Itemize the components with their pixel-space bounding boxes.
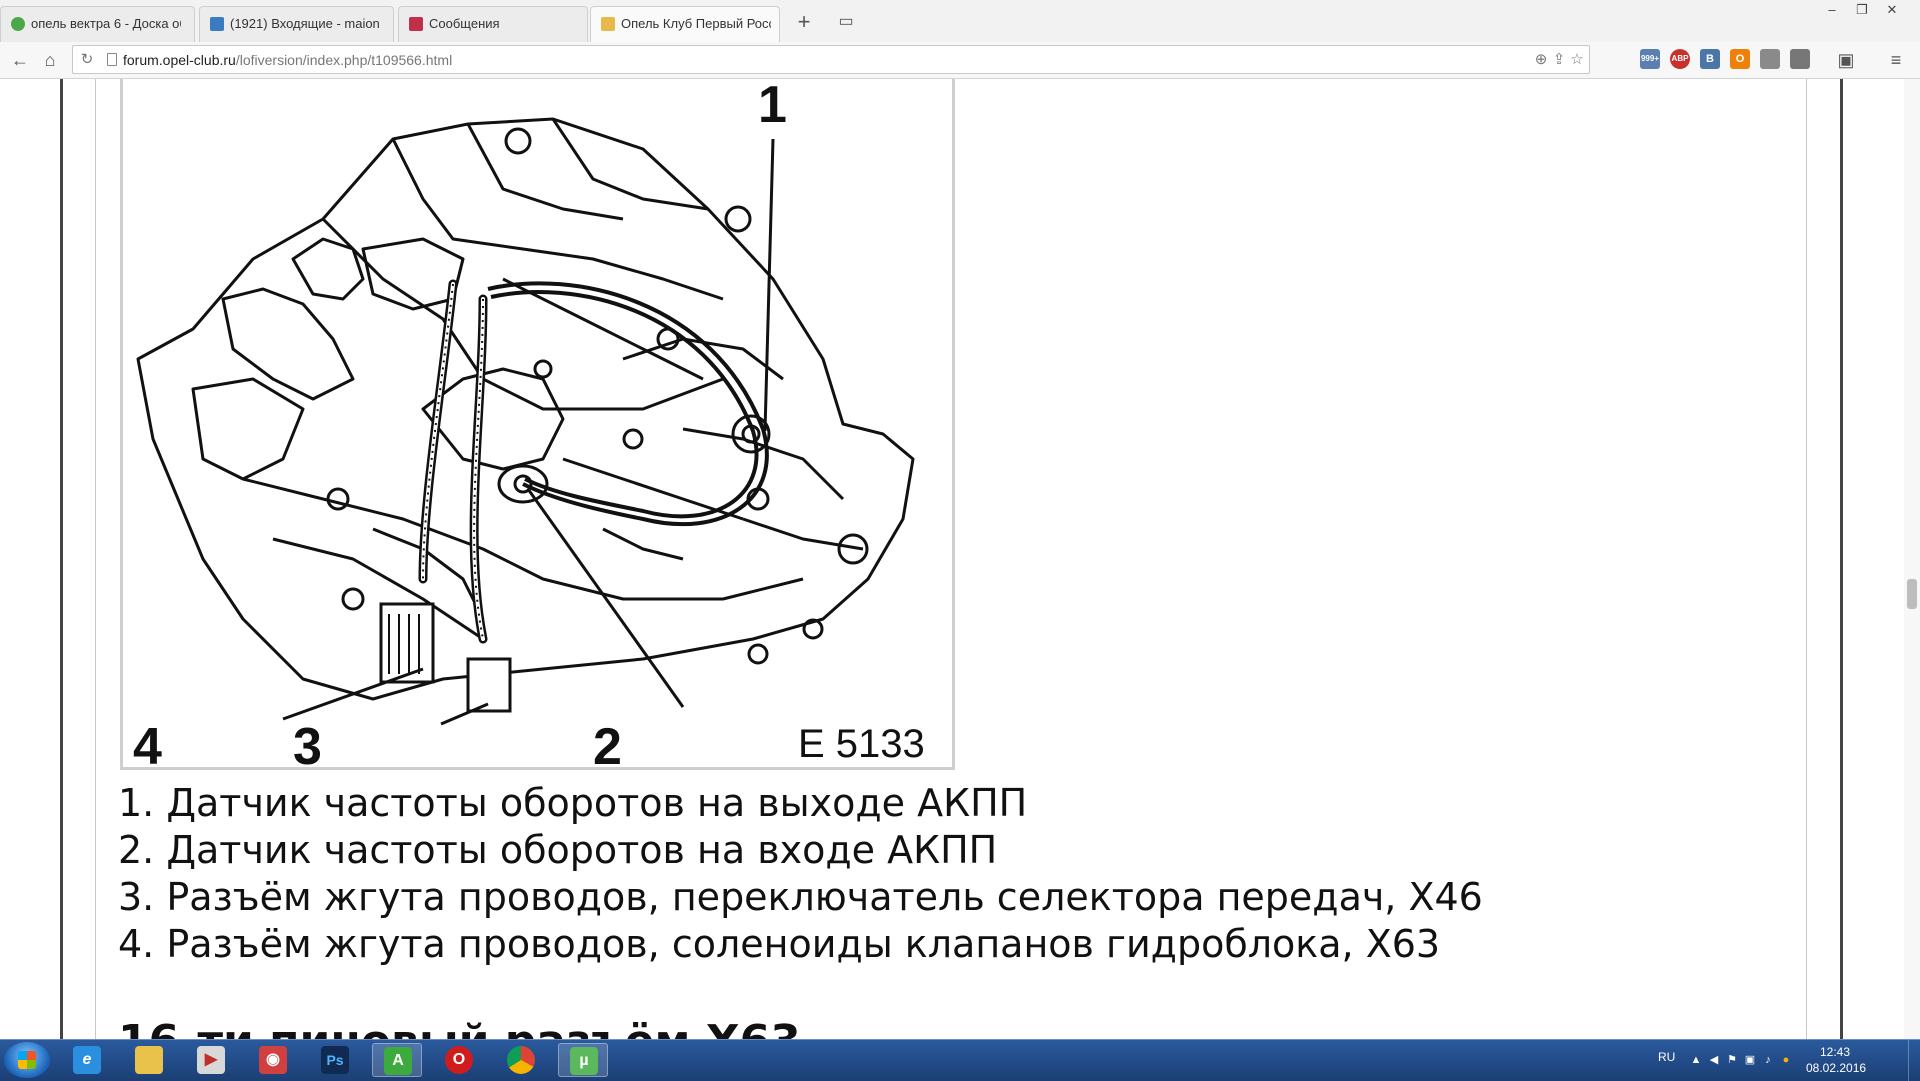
callout-3: 3 <box>293 718 322 776</box>
minimize-icon: – <box>1828 2 1836 17</box>
vertical-scrollbar[interactable] <box>1904 79 1920 1039</box>
url-path: /lofiversion/index.php/t109566.html <box>235 52 453 68</box>
chat-icon: ▣ <box>1837 50 1855 70</box>
tab-title: опель вектра 6 - Доска объ <box>31 16 181 31</box>
vk-extension-icon[interactable]: В <box>1700 49 1720 69</box>
tab-opel-club[interactable]: Опель Клуб Первый Россий <box>590 6 780 42</box>
tray-network-icon[interactable]: ▣ <box>1744 1054 1756 1066</box>
tab-strip: опель вектра 6 - Доска объ (1921) Входящ… <box>0 0 1920 42</box>
restore-icon: ❐ <box>1856 2 1868 17</box>
screen-capture-icon: ◉ <box>259 1046 287 1074</box>
menu-button[interactable]: ≡ <box>1884 48 1908 72</box>
page-border <box>1806 79 1807 1039</box>
legend-item: 4. Разъём жгута проводов, соленоиды клап… <box>118 922 1441 966</box>
tab-messages[interactable]: Сообщения <box>398 6 588 42</box>
taskbar: e ▶ ◉ Ps A O µ RU ▲ ◀ ⚑ ▣ ♪ ● 12:43 08.0… <box>0 1039 1920 1081</box>
page-border <box>1840 79 1843 1039</box>
page-border <box>95 79 96 1039</box>
home-button[interactable]: ⌂ <box>38 48 62 72</box>
taskbar-ie[interactable]: e <box>62 1043 112 1077</box>
media-player-icon: ▶ <box>197 1046 225 1074</box>
transmission-drawing <box>136 117 915 726</box>
legend-list: 1. Датчик частоты оборотов на выходе АКП… <box>118 780 1518 968</box>
tray-expand-icon[interactable]: ▲ <box>1690 1054 1702 1066</box>
start-button[interactable] <box>4 1042 50 1078</box>
adblock-extension-icon[interactable]: ABP <box>1670 49 1690 69</box>
back-button[interactable]: ← <box>8 48 32 72</box>
back-arrow-icon: ← <box>11 50 29 70</box>
tab-inbox[interactable]: (1921) Входящие - maionez2 <box>199 6 394 42</box>
language-indicator[interactable]: RU <box>1658 1050 1676 1064</box>
opera-icon: O <box>445 1046 473 1074</box>
avito-favicon-icon <box>11 17 25 31</box>
file-explorer-icon <box>135 1046 163 1074</box>
share-icon[interactable]: ⇪ <box>1552 51 1566 68</box>
hamburger-menu-icon: ≡ <box>1890 50 1902 70</box>
internet-explorer-icon: e <box>73 1046 101 1074</box>
odnoklassniki-extension-icon[interactable]: O <box>1730 49 1750 69</box>
utorrent-icon: µ <box>570 1047 598 1075</box>
tab-title: Опель Клуб Первый Россий <box>621 16 771 31</box>
messages-favicon-icon <box>409 17 423 31</box>
mail-extension-icon[interactable] <box>1760 49 1780 69</box>
browser-toolbar: ← ⌂ ↻ forum.opel-club.ru/lofiversion/ind… <box>0 42 1920 79</box>
clock-time[interactable]: 12:43 <box>1820 1045 1851 1059</box>
restore-button[interactable]: ❐ <box>1848 0 1876 22</box>
clock-date[interactable]: 08.02.2016 <box>1806 1061 1867 1075</box>
tray-speaker-icon[interactable]: ♪ <box>1765 1054 1771 1066</box>
tab-title: Сообщения <box>429 16 500 31</box>
taskbar-media-player[interactable]: ▶ <box>186 1043 236 1077</box>
taskbar-chrome[interactable] <box>496 1043 546 1077</box>
scrollbar-thumb[interactable] <box>1907 579 1917 609</box>
opel-club-favicon-icon <box>601 17 615 31</box>
mail-favicon-icon <box>210 17 224 31</box>
plus-icon: + <box>797 9 811 34</box>
url-host: forum.opel-club.ru <box>123 52 236 68</box>
taskbar-aimp[interactable]: A <box>372 1043 422 1077</box>
callout-4: 4 <box>133 718 162 776</box>
tray-volume-mute-icon[interactable]: ◀ <box>1709 1054 1719 1066</box>
taskbar-photoshop[interactable]: Ps <box>310 1043 360 1077</box>
home-icon: ⌂ <box>44 50 56 70</box>
taskbar-screen-capture[interactable]: ◉ <box>248 1043 298 1077</box>
tray-flag-icon[interactable]: ⚑ <box>1727 1054 1737 1066</box>
address-bar[interactable]: ↻ forum.opel-club.ru/lofiversion/index.p… <box>72 45 1590 74</box>
minimize-button[interactable]: – <box>1818 0 1846 22</box>
taskbar-utorrent[interactable]: µ <box>558 1043 608 1077</box>
tab-avito[interactable]: опель вектра 6 - Доска объ <box>0 6 195 42</box>
page-icon <box>107 53 117 66</box>
taskbar-explorer[interactable] <box>124 1043 174 1077</box>
legend-item: 2. Датчик частоты оборотов на входе АКПП <box>118 828 998 872</box>
twitter-extension-icon[interactable] <box>1790 49 1810 69</box>
url-text: forum.opel-club.ru/lofiversion/index.php… <box>123 52 452 68</box>
close-button[interactable]: ✕ <box>1878 0 1906 22</box>
page-border <box>60 79 63 1039</box>
feedback-button[interactable]: ▣ <box>1834 48 1858 72</box>
tab-title: (1921) Входящие - maionez2 <box>230 16 380 31</box>
show-desktop-button[interactable] <box>1908 1040 1920 1081</box>
new-tab-button[interactable]: + <box>790 8 818 36</box>
aimp-icon: A <box>384 1047 412 1075</box>
zoom-icon[interactable]: ⊕ <box>1534 51 1548 68</box>
photoshop-icon: Ps <box>321 1046 349 1074</box>
windows-logo-icon <box>18 1051 36 1069</box>
callout-1: 1 <box>758 76 787 134</box>
taskbar-opera[interactable]: O <box>434 1043 484 1077</box>
transmission-diagram: 1 2 3 4 E 5133 <box>120 76 955 776</box>
bookmark-star-icon[interactable]: ☆ <box>1570 51 1584 68</box>
tray-app-icon[interactable]: ● <box>1782 1054 1790 1066</box>
badge-extension-icon[interactable]: 999+ <box>1640 49 1660 69</box>
tabs-overview-button[interactable]: ▭ <box>832 8 860 36</box>
tabs-icon: ▭ <box>838 13 854 30</box>
legend-item: 3. Разъём жгута проводов, переключатель … <box>118 875 1483 919</box>
chrome-icon <box>507 1046 535 1074</box>
legend-item: 1. Датчик частоты оборотов на выходе АКП… <box>118 781 1028 825</box>
close-icon: ✕ <box>1886 2 1898 17</box>
figure-code: E 5133 <box>798 722 925 766</box>
reload-icon[interactable]: ↻ <box>80 51 94 68</box>
callout-2: 2 <box>593 718 622 776</box>
